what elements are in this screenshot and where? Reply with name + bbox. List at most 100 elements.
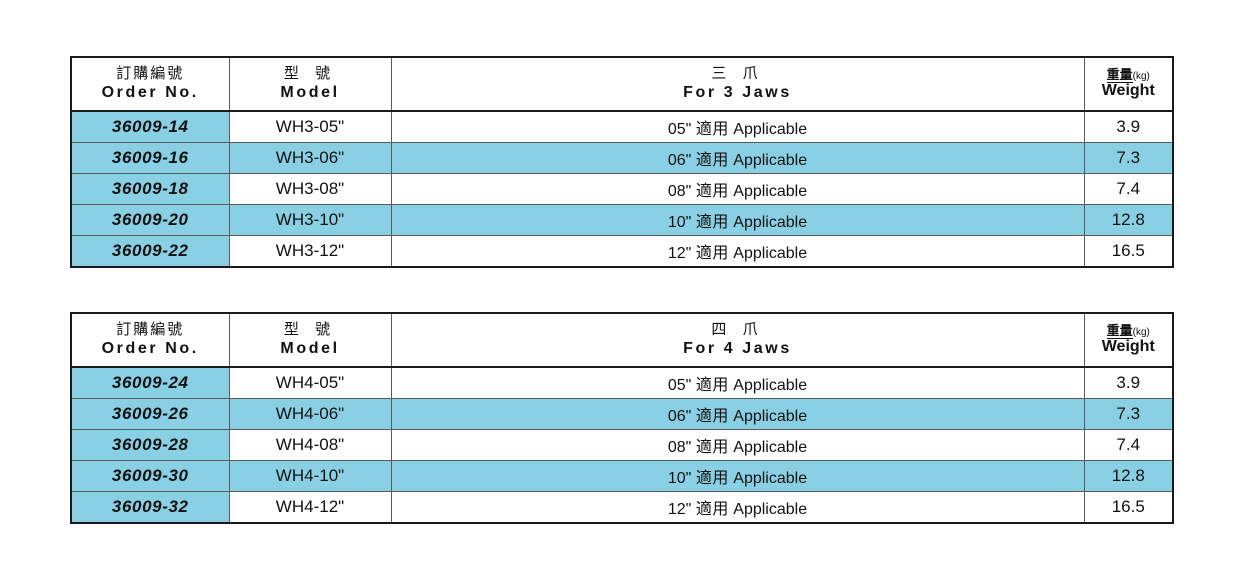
weight-label-en: Weight: [1101, 338, 1155, 356]
table-row: 36009-32 WH4-12" 12" 適用 Applicable 16.5: [70, 491, 1174, 524]
cell-weight: 7.3: [1083, 398, 1174, 430]
column-header-for-3-jaws: 三 爪 For 3 Jaws: [390, 56, 1085, 112]
model-label-cn: 型 號: [283, 321, 337, 339]
desc-size: 05": [667, 121, 692, 138]
cell-order-no: 36009-14: [70, 110, 230, 143]
cell-order-no: 36009-30: [70, 460, 230, 492]
cell-description: 08" 適用 Applicable: [390, 173, 1085, 205]
cell-order-no: 36009-22: [70, 235, 230, 268]
cell-weight: 3.9: [1083, 110, 1174, 143]
desc-en: Applicable: [733, 214, 808, 231]
desc-size: 12": [667, 501, 692, 518]
cell-description: 05" 適用 Applicable: [390, 366, 1085, 399]
cell-description: 10" 適用 Applicable: [390, 460, 1085, 492]
desc-en: Applicable: [733, 439, 808, 456]
weight-label-cn: 重量(kg): [1085, 322, 1173, 339]
weight-label-en: Weight: [1101, 82, 1155, 100]
table-gap: [70, 268, 1172, 312]
desc-size: 12": [667, 245, 692, 262]
cell-description: 12" 適用 Applicable: [390, 491, 1085, 524]
cell-model: WH3-06": [228, 142, 392, 174]
cell-order-no: 36009-24: [70, 366, 230, 399]
column-header-model: 型 號 Model: [228, 312, 392, 368]
table-body-3-jaws: 36009-14 WH3-05" 05" 適用 Applicable 3.9 3…: [70, 110, 1174, 268]
cell-description: 05" 適用 Applicable: [390, 110, 1085, 143]
desc-cn: 適用: [695, 470, 729, 487]
desc-en: Applicable: [733, 501, 808, 518]
table-row: 36009-24 WH4-05" 05" 適用 Applicable 3.9: [70, 366, 1174, 399]
desc-cn: 適用: [695, 377, 729, 394]
weight-label-cn-text: 重量: [1106, 322, 1133, 339]
cell-weight: 7.4: [1083, 173, 1174, 205]
desc-cn: 適用: [695, 214, 729, 231]
model-label-en: Model: [280, 339, 340, 357]
desc-size: 08": [667, 183, 692, 200]
table-header-row: 訂購編號 Order No. 型 號 Model 四 爪 For 4 Jaws …: [70, 312, 1174, 368]
cell-description: 12" 適用 Applicable: [390, 235, 1085, 268]
cell-weight: 7.4: [1083, 429, 1174, 461]
weight-unit-label: (kg): [1132, 326, 1150, 338]
cell-description: 10" 適用 Applicable: [390, 204, 1085, 236]
order-no-label-cn: 訂購編號: [116, 321, 185, 339]
desc-en: Applicable: [733, 245, 808, 262]
desc-cn: 適用: [695, 245, 729, 262]
desc-cn: 適用: [695, 183, 729, 200]
cell-model: WH4-05": [228, 366, 392, 399]
cell-description: 06" 適用 Applicable: [390, 142, 1085, 174]
desc-size: 10": [667, 470, 692, 487]
top-spacer: [70, 0, 1172, 56]
desc-cn: 適用: [695, 408, 729, 425]
desc-cn: 適用: [695, 439, 729, 456]
cell-model: WH4-10": [228, 460, 392, 492]
table-body-4-jaws: 36009-24 WH4-05" 05" 適用 Applicable 3.9 3…: [70, 366, 1174, 524]
column-header-order-no: 訂購編號 Order No.: [70, 56, 230, 112]
spec-sheet: 訂購編號 Order No. 型 號 Model 三 爪 For 3 Jaws …: [70, 0, 1174, 524]
table-row: 36009-18 WH3-08" 08" 適用 Applicable 7.4: [70, 173, 1174, 205]
spec-table-4-jaws: 訂購編號 Order No. 型 號 Model 四 爪 For 4 Jaws …: [70, 312, 1174, 524]
cell-weight: 12.8: [1083, 460, 1174, 492]
desc-size: 08": [667, 439, 692, 456]
cell-model: WH3-12": [228, 235, 392, 268]
column-header-order-no: 訂購編號 Order No.: [70, 312, 230, 368]
column-header-model: 型 號 Model: [228, 56, 392, 112]
cell-order-no: 36009-18: [70, 173, 230, 205]
cell-weight: 3.9: [1083, 366, 1174, 399]
desc-en: Applicable: [733, 470, 808, 487]
desc-en: Applicable: [733, 183, 808, 200]
desc-en: Applicable: [733, 152, 808, 169]
desc-size: 06": [667, 152, 692, 169]
table-header-row: 訂購編號 Order No. 型 號 Model 三 爪 For 3 Jaws …: [70, 56, 1174, 112]
cell-order-no: 36009-20: [70, 204, 230, 236]
table-row: 36009-26 WH4-06" 06" 適用 Applicable 7.3: [70, 398, 1174, 430]
cell-model: WH3-05": [228, 110, 392, 143]
cell-model: WH4-06": [228, 398, 392, 430]
cell-weight: 12.8: [1083, 204, 1174, 236]
table-row: 36009-14 WH3-05" 05" 適用 Applicable 3.9: [70, 110, 1174, 143]
cell-order-no: 36009-28: [70, 429, 230, 461]
cell-model: WH3-10": [228, 204, 392, 236]
column-header-weight: 重量(kg) Weight: [1083, 56, 1174, 112]
table-row: 36009-28 WH4-08" 08" 適用 Applicable 7.4: [70, 429, 1174, 461]
jaws-label-cn: 四 爪: [711, 321, 764, 339]
desc-size: 10": [667, 214, 692, 231]
desc-en: Applicable: [733, 121, 808, 138]
model-label-cn: 型 號: [283, 65, 337, 83]
model-label-en: Model: [280, 83, 340, 101]
order-no-label-cn: 訂購編號: [116, 65, 185, 83]
cell-weight: 7.3: [1083, 142, 1174, 174]
cell-order-no: 36009-32: [70, 491, 230, 524]
desc-en: Applicable: [733, 408, 808, 425]
table-row: 36009-20 WH3-10" 10" 適用 Applicable 12.8: [70, 204, 1174, 236]
cell-model: WH3-08": [228, 173, 392, 205]
cell-order-no: 36009-26: [70, 398, 230, 430]
desc-size: 05": [667, 377, 692, 394]
cell-model: WH4-12": [228, 491, 392, 524]
weight-label-cn-text: 重量: [1106, 66, 1133, 83]
desc-size: 06": [667, 408, 692, 425]
order-no-label-en: Order No.: [101, 339, 199, 357]
cell-model: WH4-08": [228, 429, 392, 461]
cell-order-no: 36009-16: [70, 142, 230, 174]
cell-description: 06" 適用 Applicable: [390, 398, 1085, 430]
cell-weight: 16.5: [1083, 235, 1174, 268]
jaws-label-cn: 三 爪: [711, 65, 764, 83]
